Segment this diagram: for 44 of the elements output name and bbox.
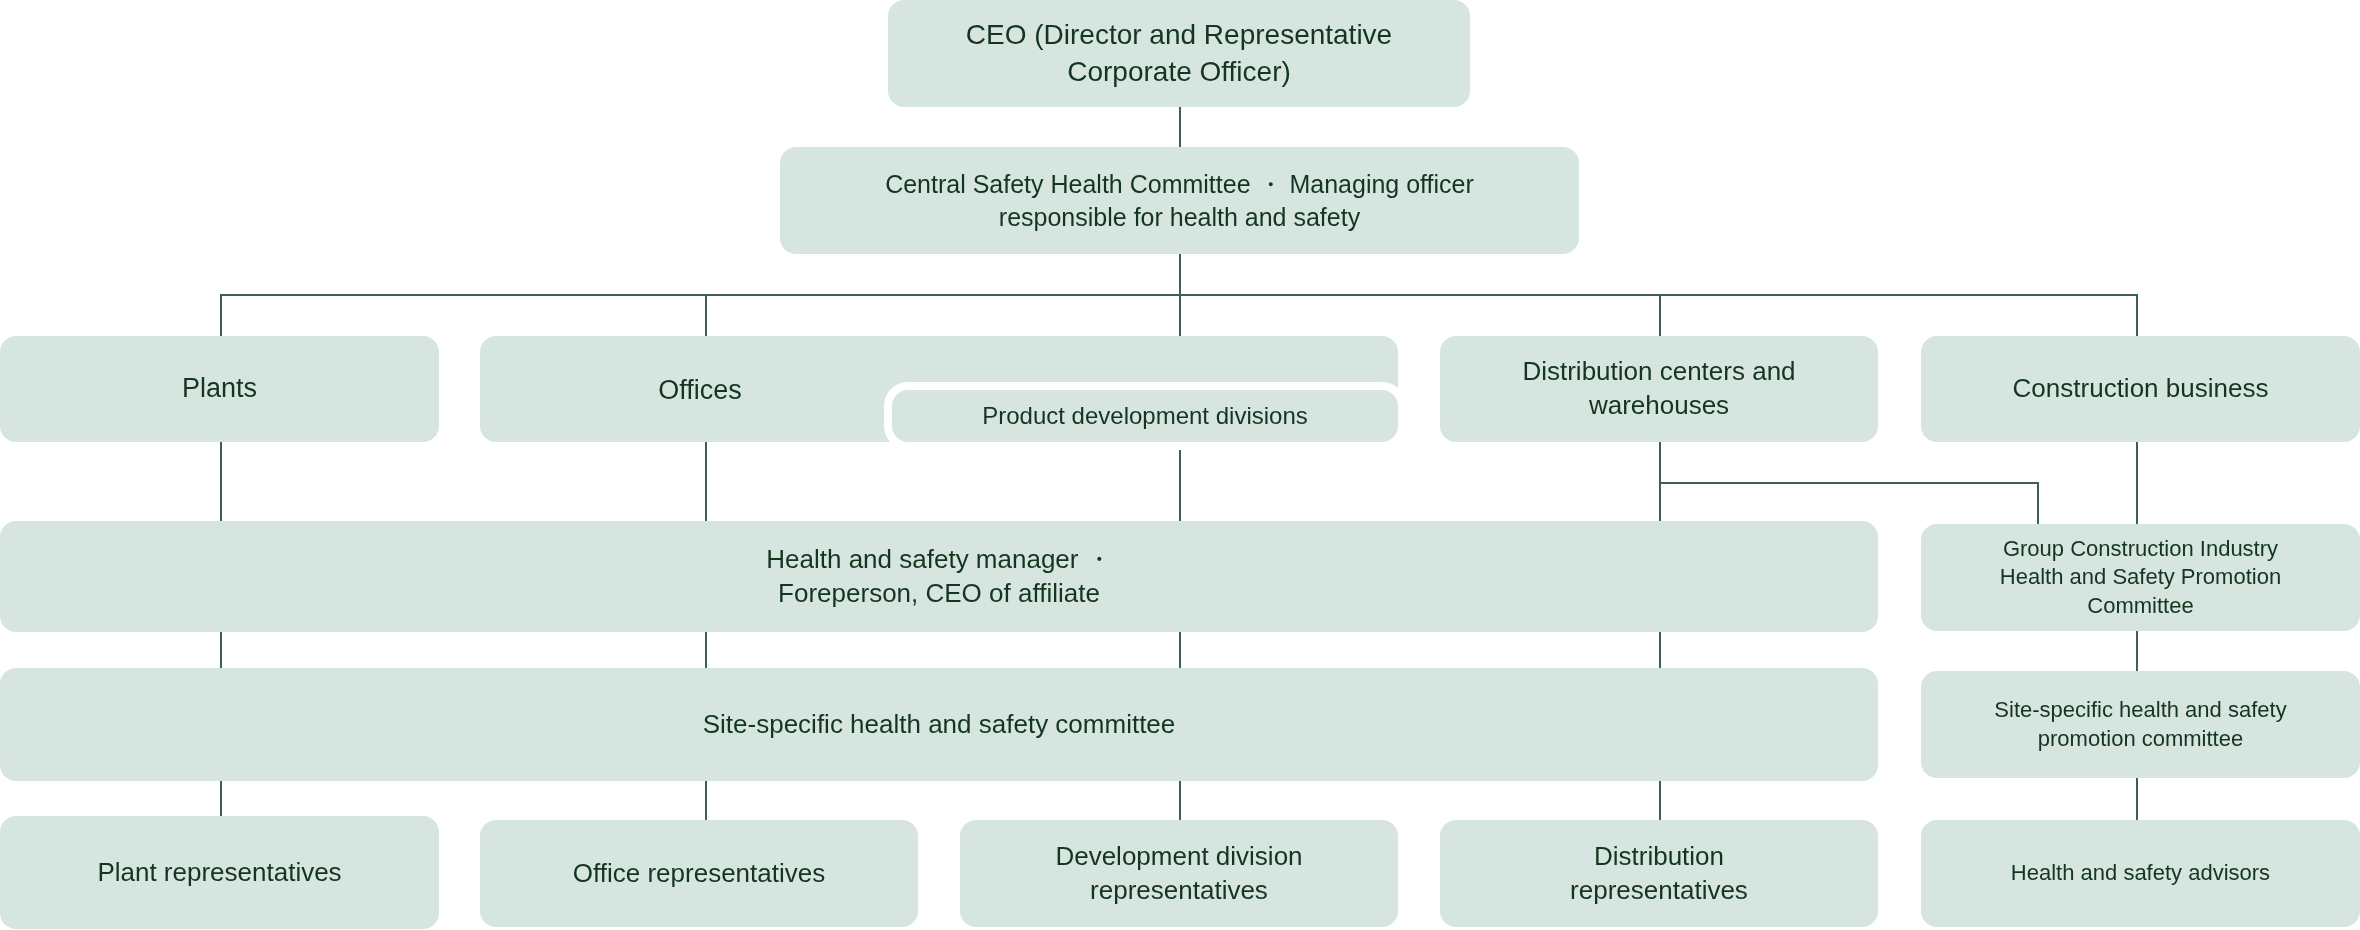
connector-line <box>705 441 707 522</box>
box-label: Group Construction Industry Health and Safety Promotion Committee <box>1998 534 2283 620</box>
box-label: Health and safety manager ・ Foreperson, CEO of affiliate <box>765 542 1113 610</box>
box-label: Product development divisions <box>982 401 1308 432</box>
connector-line <box>1659 780 1661 821</box>
connector-line <box>1659 631 1661 669</box>
connector-line <box>220 780 222 817</box>
connector-line <box>220 631 222 669</box>
org-box <box>0 336 439 442</box>
box-label: Central Safety Health Committee ・ Managing officer responsible for health and safety <box>884 169 1475 233</box>
org-box <box>0 668 1878 781</box>
org-box <box>1921 820 2360 927</box>
connector-line <box>2136 630 2138 672</box>
connector-line <box>705 780 707 821</box>
connector-line <box>220 441 222 522</box>
org-box <box>888 0 1470 107</box>
org-box <box>1921 336 2360 442</box>
box-label: Plants <box>181 372 257 406</box>
box-label: Offices <box>658 374 742 408</box>
box-label: Health and safety advisors <box>2010 859 2271 888</box>
org-box <box>0 521 1878 632</box>
box-label: Development division representatives <box>1054 839 1304 907</box>
org-box <box>1921 671 2360 778</box>
box-label: Plant representatives <box>97 855 342 889</box>
box-label: Site-specific health and safety committee <box>702 707 1176 741</box>
org-box <box>1440 336 1878 442</box>
org-box <box>1440 820 1878 927</box>
box-label: Distribution centers and warehouses <box>1521 355 1797 422</box>
connector-line <box>2136 777 2138 821</box>
connector-line <box>1179 780 1181 821</box>
box-label: Office representatives <box>572 856 826 890</box>
org-box <box>480 820 918 927</box>
connector-line <box>705 631 707 669</box>
org-box <box>1921 524 2360 631</box>
connector-line <box>1179 106 1181 148</box>
box-label: Distribution representatives <box>1569 839 1749 907</box>
box-label: CEO (Director and Representative Corporate Officer) <box>964 18 1394 89</box>
org-box <box>960 820 1398 927</box>
box-label: Construction business <box>2012 372 2269 406</box>
org-box <box>780 147 1579 254</box>
connector-line <box>2136 441 2138 525</box>
org-box <box>0 816 439 929</box>
connector-line <box>1179 631 1181 669</box>
box-label: Site-specific health and safety promotion committee <box>1993 695 2288 753</box>
